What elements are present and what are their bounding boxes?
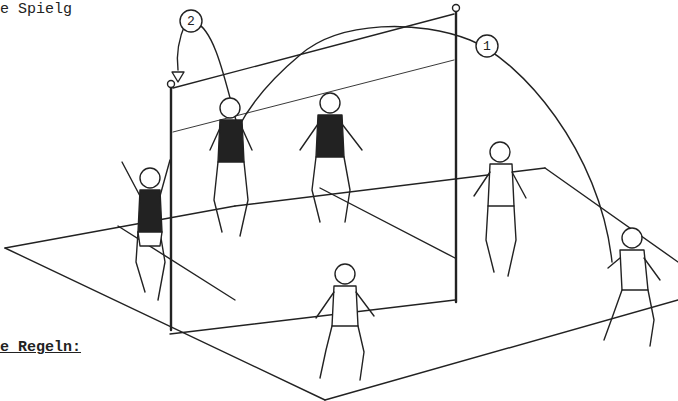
post-cap — [453, 5, 460, 12]
ball-paths — [172, 10, 612, 262]
callout-circle — [180, 10, 202, 32]
player — [474, 142, 526, 276]
callout-circle — [476, 35, 498, 57]
player — [300, 93, 362, 222]
callout-number: 1 — [483, 40, 491, 53]
player — [122, 160, 170, 300]
callout-number: 2 — [187, 15, 195, 28]
net-post — [170, 86, 172, 330]
attack-line — [320, 188, 455, 258]
center-line — [170, 300, 455, 334]
post-cap — [168, 81, 175, 88]
attack-line — [118, 226, 235, 300]
player — [604, 228, 660, 346]
court-lines — [5, 168, 678, 400]
heading-text: e Regeln: — [0, 340, 81, 355]
ball-trajectory — [238, 26, 612, 262]
player — [316, 264, 374, 380]
net-post — [455, 10, 457, 302]
net-bottom — [173, 60, 454, 132]
ball-target-arrow — [172, 72, 184, 82]
heading-text: e Spielg — [0, 2, 72, 17]
net — [168, 5, 460, 331]
sideline — [5, 248, 325, 400]
sideline — [545, 168, 678, 262]
front-line — [325, 300, 678, 400]
player — [210, 98, 252, 236]
